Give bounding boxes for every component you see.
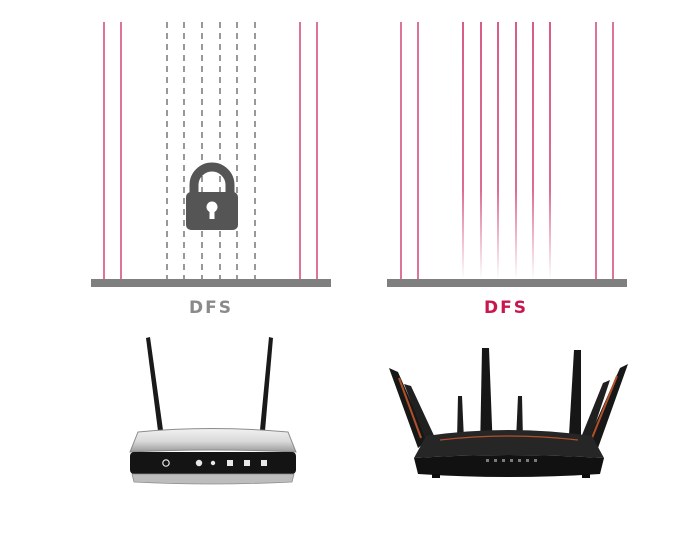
left-baseline: [91, 279, 331, 287]
antenna: [457, 396, 464, 440]
antenna: [146, 337, 163, 431]
right-outer-channels: [400, 22, 614, 280]
standard-router: [129, 337, 297, 485]
antenna: [389, 368, 428, 448]
dfs-label-inactive: DFS: [189, 298, 233, 318]
antenna: [580, 380, 610, 446]
unlocked-dfs-channels: [462, 22, 551, 280]
dfs-channel-line: [549, 22, 551, 280]
right-baseline: [387, 279, 627, 287]
dfs-channel-line: [497, 22, 499, 280]
antenna: [588, 364, 628, 448]
router-status-leds: [162, 459, 267, 467]
dfs-channel-line: [480, 22, 482, 280]
dfs-channel-line: [532, 22, 534, 280]
antenna: [404, 384, 437, 448]
left-outer-channels: [103, 22, 318, 280]
dfs-channel-line: [462, 22, 464, 280]
dfs-label-active: DFS: [484, 298, 528, 318]
antenna: [516, 396, 523, 440]
blocked-dfs-channels: [166, 22, 256, 280]
router-status-leds: [486, 459, 537, 462]
antenna: [568, 350, 581, 452]
antenna: [480, 348, 493, 452]
left-channel-panel: [91, 22, 331, 287]
dfs-channel-line: [515, 22, 517, 280]
right-channel-panel: [387, 22, 627, 287]
antenna: [260, 337, 273, 431]
padlock-icon: [186, 162, 238, 230]
gaming-router: [389, 348, 628, 478]
